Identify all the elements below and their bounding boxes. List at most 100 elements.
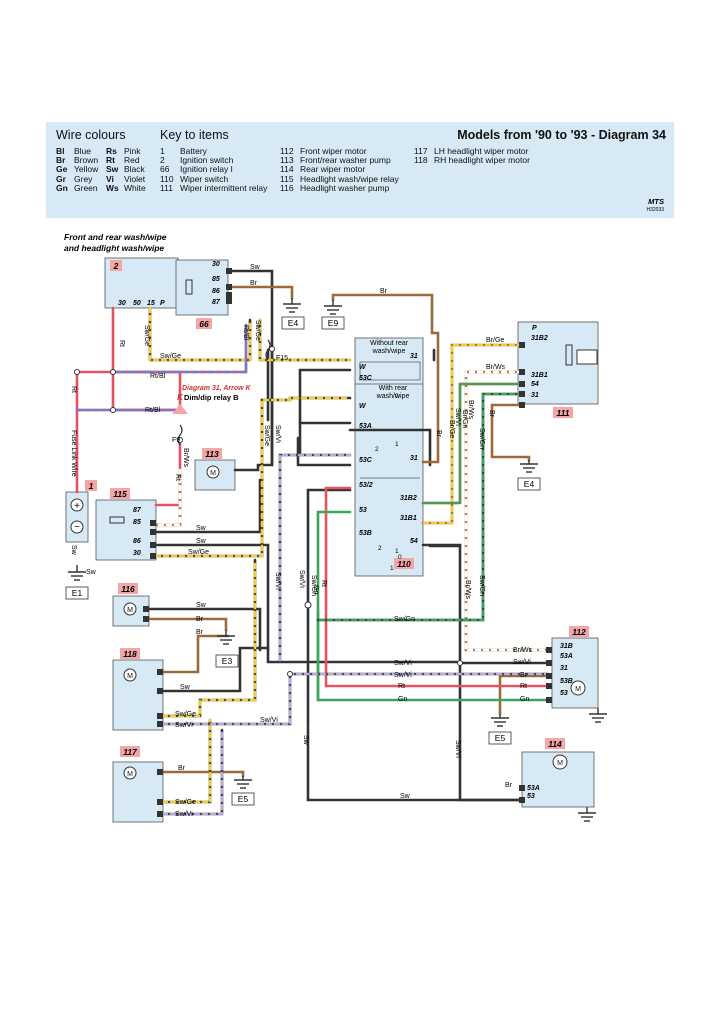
svg-text:M: M [575, 686, 581, 693]
svg-text:Sw/Vi: Sw/Vi [454, 408, 461, 426]
svg-text:Sw/Vi: Sw/Vi [454, 740, 461, 758]
dim-dip-relay-label: Dim/dip relay B [184, 393, 239, 402]
relay-coil-66 [185, 279, 193, 295]
header-panel: Wire colours Key to items Models from '9… [46, 122, 674, 218]
svg-text:Br/Ws: Br/Ws [464, 580, 471, 600]
motor-icon-116: M [123, 602, 137, 616]
terminal-66-86: 86 [212, 288, 220, 295]
terminal-114-53: 53 [527, 793, 535, 800]
svg-text:Sw: Sw [302, 735, 309, 746]
svg-text:Rt: Rt [118, 340, 125, 347]
svg-text:Sw: Sw [86, 569, 97, 576]
item-number-1: 1 [89, 481, 94, 491]
svg-text:M: M [127, 771, 133, 778]
svg-text:Sw/Gn: Sw/Gn [478, 575, 485, 596]
earth-e5-right [491, 714, 509, 727]
earth-label-e4-top: E4 [288, 318, 299, 328]
motor-icon-112: M [570, 680, 586, 696]
svg-text:Sw: Sw [250, 264, 261, 271]
fuse-f9: F9 [172, 424, 183, 446]
mts-logo: MTS H32033 [646, 198, 664, 214]
svg-text:Sw/Ge: Sw/Ge [143, 325, 150, 346]
terminal-110-53c1: 53C [359, 375, 373, 382]
svg-text:Br: Br [488, 410, 495, 418]
svg-text:Sw/Vi: Sw/Vi [175, 722, 193, 729]
motor-icon-118: M [123, 668, 137, 682]
switch-pos-1a: 1 [395, 441, 399, 448]
svg-text:Sw/Ge: Sw/Ge [188, 549, 209, 556]
relay-coil-115 [109, 516, 125, 524]
terminal-112-31: 31 [560, 665, 568, 672]
svg-text:Rt/Bl: Rt/Bl [150, 373, 166, 380]
key-title: Key to items [160, 128, 229, 142]
earth-label-e3: E3 [222, 656, 233, 666]
arrow-k: K [172, 393, 188, 414]
svg-text:Gn: Gn [520, 696, 529, 703]
earth-e5-left [234, 776, 252, 789]
terminal-66-30: 30 [212, 261, 220, 268]
terminal-110-w1: W [359, 364, 367, 371]
terminal-111-31b2: 31B2 [531, 335, 548, 342]
diagram-title-line1: Front and rear wash/wipe [64, 232, 167, 242]
svg-text:Sw/Ge: Sw/Ge [254, 320, 261, 341]
svg-text:−: − [74, 522, 80, 533]
terminal-110-31-top: 31 [410, 353, 418, 360]
logo-text: MTS [648, 197, 664, 206]
svg-text:Sw/Vi: Sw/Vi [274, 425, 281, 443]
terminal-110-31b1: 31B1 [400, 515, 417, 522]
earth-e4-right [520, 460, 538, 473]
svg-text:Br/Ws: Br/Ws [486, 364, 506, 371]
switch-with-label: With rear [379, 385, 408, 392]
relay-module-111 [576, 349, 598, 365]
terminal-112-53b: 53B [560, 678, 573, 685]
svg-text:Sw/Ge: Sw/Ge [160, 353, 181, 360]
motor-icon-113: M [206, 465, 220, 479]
terminal-111-31: 31 [531, 392, 539, 399]
switch-with-label2: wash/wipe [376, 393, 410, 400]
earth-e9 [324, 300, 342, 315]
wire-colours-title: Wire colours [56, 128, 126, 142]
svg-text:Sw: Sw [196, 525, 207, 532]
terminal-110-53c2: 53C [359, 457, 373, 464]
terminal-115-87: 87 [133, 507, 142, 514]
logo-code: H32033 [646, 207, 664, 213]
item-number-113: 113 [205, 449, 219, 459]
earth-e1 [68, 565, 86, 581]
svg-text:Br: Br [380, 288, 388, 295]
switch-pos-1c: 1 [390, 565, 394, 572]
item-number-117: 117 [123, 747, 138, 757]
terminal-115-85: 85 [133, 519, 141, 526]
earth-e4-top [283, 298, 301, 313]
svg-text:F9: F9 [172, 437, 180, 444]
motor-icon-114: M [552, 754, 568, 770]
terminal-112-53a: 53A [560, 653, 573, 660]
svg-text:Sw/Vi: Sw/Vi [513, 659, 531, 666]
terminal-2-50: 50 [133, 300, 141, 307]
svg-text:M: M [210, 470, 216, 477]
svg-text:Rt/Bl: Rt/Bl [145, 407, 161, 414]
svg-text:M: M [557, 760, 563, 767]
lh-headlight-motor-box [112, 761, 164, 823]
earth-label-e5-left: E5 [238, 794, 249, 804]
svg-text:Br: Br [196, 629, 204, 636]
switch-pos-0a: 0 [395, 393, 399, 400]
fuse-f15: F15 [265, 339, 288, 362]
svg-text:Sw: Sw [70, 545, 77, 556]
svg-text:Sw/Vi: Sw/Vi [394, 660, 412, 667]
item-number-114: 114 [548, 739, 562, 749]
svg-text:Sw/Ge: Sw/Ge [175, 711, 196, 718]
